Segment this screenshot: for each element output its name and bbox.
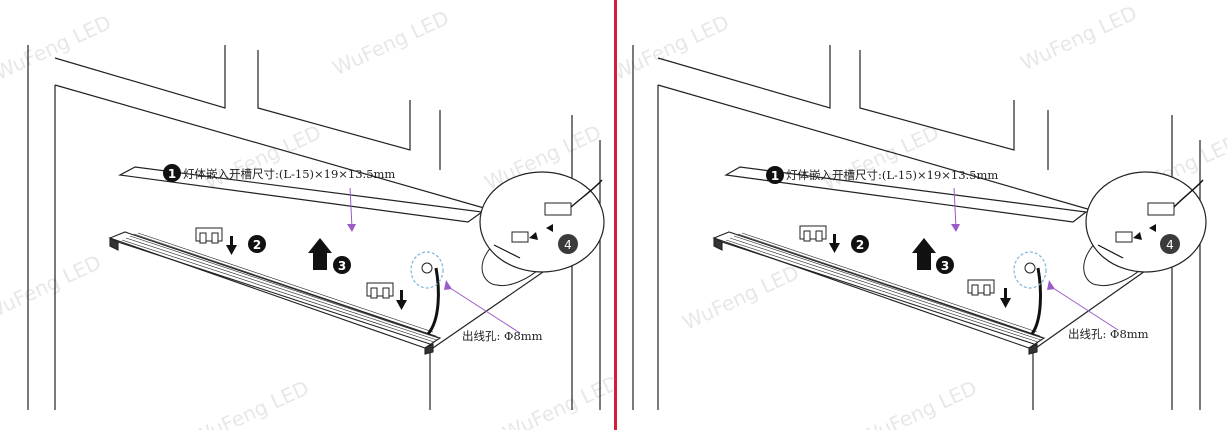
hole-leader-line — [446, 285, 521, 334]
svg-text:3: 3 — [338, 259, 346, 273]
watermark: WuFeng LED — [189, 375, 313, 430]
wire-hole-icon — [1024, 262, 1036, 274]
power-cable — [1030, 267, 1042, 335]
panel-divider — [614, 0, 617, 430]
svg-text:3: 3 — [941, 259, 949, 273]
wire-hole-icon — [421, 262, 433, 274]
watermark: WuFeng LED — [329, 5, 453, 80]
step-3-marker — [936, 256, 954, 274]
svg-text:1: 1 — [168, 167, 176, 181]
step-4-marker — [1160, 234, 1180, 254]
step-2-marker — [851, 235, 869, 253]
watermark: WuFeng LED — [0, 10, 115, 85]
power-cable — [426, 267, 440, 335]
connect-arrow-icon — [1149, 224, 1156, 232]
step-2-marker — [248, 235, 266, 253]
down-arrow-icon — [396, 290, 407, 310]
down-arrow-icon — [226, 236, 237, 255]
up-arrow-icon — [912, 238, 936, 270]
hole-leader-line — [1049, 285, 1119, 331]
diagram-panel-right: WuFeng LED WuFeng LED WuFeng LED WuFeng … — [618, 0, 1227, 430]
watermark: WuFeng LED — [0, 250, 105, 325]
mounting-clip-icon — [967, 279, 995, 296]
connector-female-icon — [1147, 202, 1175, 216]
svg-text:4: 4 — [564, 238, 572, 252]
svg-text:2: 2 — [253, 238, 261, 252]
watermark: WuFeng LED — [819, 120, 943, 195]
svg-text:4: 4 — [1166, 238, 1174, 252]
mounting-clip-icon — [195, 227, 223, 244]
connect-arrow-icon — [1133, 232, 1142, 240]
watermark: WuFeng LED — [857, 375, 981, 430]
connect-arrow-icon — [529, 232, 538, 240]
down-arrow-icon — [1000, 288, 1011, 308]
installation-diagram-right: WuFeng LED WuFeng LED WuFeng LED WuFeng … — [618, 0, 1227, 430]
step-4-marker — [558, 234, 578, 254]
led-profile — [108, 231, 442, 355]
diagram-panel-left: WuFeng LED WuFeng LED WuFeng LED WuFeng … — [0, 0, 613, 430]
slot-leader-line — [953, 187, 957, 229]
connector-detail-callout: 4 — [1083, 171, 1207, 287]
connector-male-icon — [1115, 231, 1133, 243]
watermark: WuFeng LED — [618, 10, 733, 85]
wire-hole-label: 出线孔: Φ8mm — [462, 329, 543, 343]
up-arrow-icon — [308, 238, 332, 270]
slot-size-label: 灯体嵌入开槽尺寸:(L-15)×19×13.5mm — [183, 167, 395, 181]
installation-diagram-left: WuFeng LED WuFeng LED WuFeng LED WuFeng … — [0, 5, 613, 430]
led-profile — [712, 231, 1046, 355]
slot-leader-line — [349, 187, 353, 229]
slot-size-label: 灯体嵌入开槽尺寸:(L-15)×19×13.5mm — [786, 168, 998, 182]
wire-hole-marker — [1013, 251, 1047, 289]
connector-male-icon — [511, 231, 529, 243]
svg-text:1: 1 — [771, 169, 779, 183]
step-1-marker — [766, 166, 784, 184]
connector-detail-callout: 4 — [479, 171, 605, 287]
mounting-clip-icon — [366, 282, 394, 299]
step-1-marker — [163, 164, 181, 182]
connect-arrow-icon — [546, 224, 553, 232]
mounting-clip-icon — [799, 225, 827, 242]
connector-female-icon — [544, 202, 572, 216]
down-arrow-icon — [829, 234, 840, 253]
watermark: WuFeng LED — [1017, 0, 1141, 75]
wire-hole-marker — [410, 251, 444, 289]
watermark: WuFeng LED — [499, 370, 613, 430]
wire-hole-label: 出线孔: Φ8mm — [1068, 327, 1149, 341]
step-3-marker — [333, 256, 351, 274]
watermark: WuFeng LED — [679, 260, 803, 335]
svg-text:2: 2 — [856, 238, 864, 252]
